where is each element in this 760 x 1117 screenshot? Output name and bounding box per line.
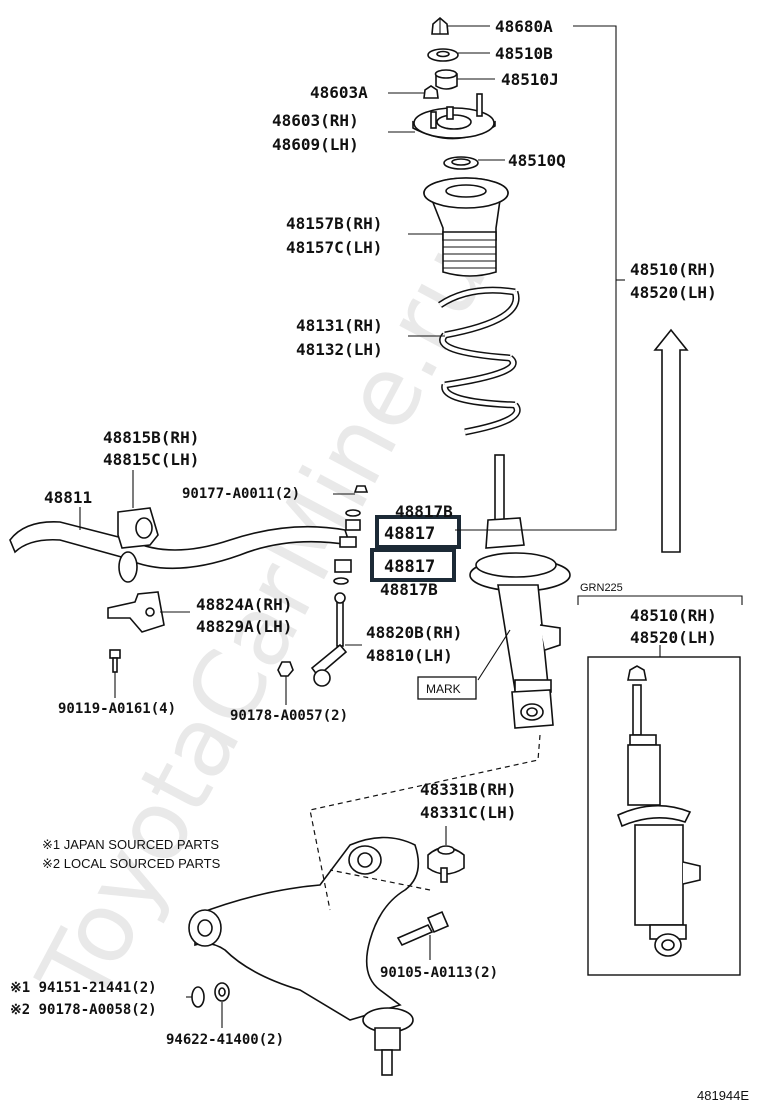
label-48331B: 48331B(RH) bbox=[420, 780, 516, 799]
label-94151: ※1 94151-21441(2) bbox=[10, 980, 157, 996]
leader-lines bbox=[79, 25, 625, 1028]
label-48680A: 48680A bbox=[495, 17, 553, 36]
ball-joint bbox=[362, 1007, 414, 1076]
label-48520: 48520(LH) bbox=[630, 283, 717, 302]
boot-48157 bbox=[423, 177, 509, 277]
label-48815B: 48815B(RH) bbox=[103, 428, 199, 447]
label-48157C: 48157C(LH) bbox=[286, 238, 382, 257]
nut-90178-A0057 bbox=[277, 661, 294, 677]
label-90178-A0058: ※2 90178-A0058(2) bbox=[10, 1002, 157, 1018]
label-48131: 48131(RH) bbox=[296, 316, 383, 335]
label-90178-A0057: 90178-A0057(2) bbox=[230, 708, 348, 724]
label-grn225: GRN225 bbox=[580, 582, 623, 594]
highlight-box-48817-upper bbox=[375, 515, 461, 549]
label-90177: 90177-A0011(2) bbox=[182, 486, 300, 502]
inset-shock-absorber bbox=[616, 665, 701, 957]
label-48603: 48603(RH) bbox=[272, 111, 359, 130]
stabilizer-link-48820B bbox=[310, 592, 348, 687]
label-48817-lower: 48817 bbox=[384, 557, 435, 577]
washer-94622 bbox=[214, 982, 230, 1002]
label-48609: 48609(LH) bbox=[272, 135, 359, 154]
label-48510B: 48510B bbox=[495, 44, 553, 63]
bushings-48817 bbox=[333, 485, 369, 585]
assembly-line-bushing bbox=[329, 869, 431, 891]
mark-box bbox=[417, 676, 477, 700]
lower-arm bbox=[188, 836, 420, 1021]
inset-box bbox=[587, 656, 741, 976]
assembly-line-strut bbox=[309, 734, 541, 911]
label-48817B-bottom: 48817B bbox=[380, 580, 438, 599]
highlight-box-48817-lower bbox=[370, 548, 456, 582]
label-48520-inset: 48520(LH) bbox=[630, 628, 717, 647]
label-48817-upper: 48817 bbox=[384, 524, 435, 544]
label-48331C: 48331C(LH) bbox=[420, 803, 516, 822]
label-48824A: 48824A(RH) bbox=[196, 595, 292, 614]
label-48157B: 48157B(RH) bbox=[286, 214, 382, 233]
label-mark: MARK bbox=[426, 682, 461, 696]
support-48603 bbox=[412, 93, 496, 140]
washer-48510B bbox=[427, 48, 459, 62]
label-48820B: 48820B(RH) bbox=[366, 623, 462, 642]
inset-bracket-line bbox=[577, 595, 743, 605]
bushing-48331B bbox=[427, 845, 465, 883]
label-48829A: 48829A(LH) bbox=[196, 617, 292, 636]
label-48810: 48810(LH) bbox=[366, 646, 453, 665]
label-94622: 94622-41400(2) bbox=[166, 1032, 284, 1048]
label-48603A: 48603A bbox=[310, 83, 368, 102]
label-48510-inset: 48510(RH) bbox=[630, 606, 717, 625]
nut-48680A bbox=[431, 16, 449, 35]
nut-48603A bbox=[423, 85, 439, 99]
label-48811: 48811 bbox=[44, 488, 92, 507]
assembly-arrow bbox=[653, 328, 689, 553]
label-90105: 90105-A0113(2) bbox=[380, 965, 498, 981]
label-48817B-top: 48817B bbox=[395, 502, 453, 521]
cushion-48510J bbox=[434, 69, 458, 90]
label-48510: 48510(RH) bbox=[630, 260, 717, 279]
diagram-id: 481944E bbox=[697, 1088, 749, 1103]
label-48510Q: 48510Q bbox=[508, 151, 566, 170]
label-48815C: 48815C(LH) bbox=[103, 450, 199, 469]
bearing-48510Q bbox=[443, 156, 479, 170]
note-local-sourced: ※2 LOCAL SOURCED PARTS bbox=[42, 856, 221, 871]
nut-94151 bbox=[191, 986, 205, 1008]
label-48132: 48132(LH) bbox=[296, 340, 383, 359]
bushing-48815B bbox=[117, 507, 159, 549]
part-labels: 48680A 48510B 48510J 48603A 48603(RH) 48… bbox=[10, 17, 749, 1103]
bracket-48824A bbox=[107, 591, 165, 633]
label-90119: 90119-A0161(4) bbox=[58, 701, 176, 717]
bolt-90119 bbox=[109, 649, 121, 673]
shock-absorber bbox=[469, 454, 571, 729]
bolt-90105 bbox=[396, 910, 450, 947]
label-48510J: 48510J bbox=[501, 70, 559, 89]
note-japan-sourced: ※1 JAPAN SOURCED PARTS bbox=[42, 837, 219, 852]
